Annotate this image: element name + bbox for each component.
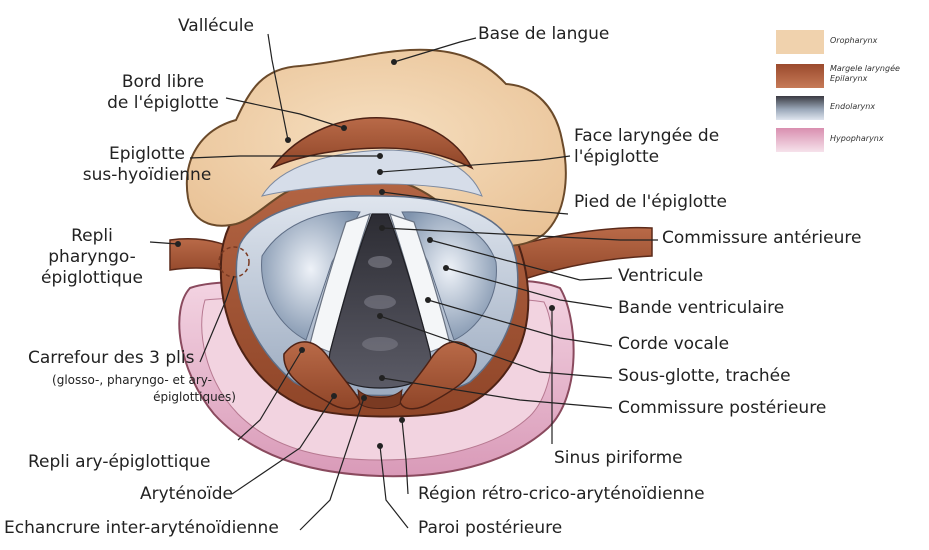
legend: Oropharynx Margele laryngée Epilarynx En…: [776, 30, 926, 160]
label-pied-epiglotte: Pied de l'épiglotte: [574, 192, 727, 213]
trachea-ring-2: [364, 295, 396, 309]
label-bord-libre: Bord libre de l'épiglotte: [98, 72, 228, 114]
label-carrefour-sub-line2: épiglottiques): [28, 389, 236, 406]
trachea-ring-3: [362, 337, 398, 351]
legend-swatch-endolarynx: [776, 96, 824, 120]
label-ventricule: Ventricule: [618, 266, 703, 287]
legend-text-hypopharynx: Hypopharynx: [830, 134, 910, 144]
label-repli-line1: Repli: [36, 226, 148, 247]
label-face-laryngee: Face laryngée de l'épiglotte: [574, 126, 719, 168]
label-commissure-anterieure: Commissure antérieure: [662, 228, 861, 249]
label-echancrure: Echancrure inter-aryténoïdienne: [4, 518, 279, 539]
label-sous-glotte: Sous-glotte, trachée: [618, 366, 791, 387]
label-commissure-posterieure: Commissure postérieure: [618, 398, 826, 419]
trachea-ring-1: [368, 256, 392, 268]
label-bord-libre-line2: de l'épiglotte: [98, 93, 228, 114]
label-carrefour-sub-line1: (glosso-, pharyngo- et ary-: [28, 372, 236, 389]
label-retro-crico: Région rétro-crico-aryténoïdienne: [418, 484, 705, 505]
label-epiglotte-line1: Epiglotte: [82, 144, 212, 165]
label-corde-vocale: Corde vocale: [618, 334, 729, 355]
label-repli-ary: Repli ary-épiglottique: [28, 452, 210, 473]
legend-swatch-epilarynx: [776, 64, 824, 88]
label-carrefour-sub: (glosso-, pharyngo- et ary- épiglottique…: [28, 372, 236, 406]
legend-text-oropharynx: Oropharynx: [830, 36, 910, 46]
label-vallecule: Vallécule: [178, 16, 254, 37]
label-repli-line2: pharyngo-: [36, 247, 148, 268]
legend-swatch-oropharynx: [776, 30, 824, 54]
legend-text-endolarynx: Endolarynx: [830, 102, 910, 112]
label-bord-libre-line1: Bord libre: [98, 72, 228, 93]
label-face-laryngee-line1: Face laryngée de: [574, 126, 719, 147]
label-epiglotte-line2: sus-hyoïdienne: [82, 165, 212, 186]
label-carrefour: Carrefour des 3 plis: [28, 348, 194, 369]
label-repli-line3: épiglottique: [36, 268, 148, 289]
label-sinus-piriforme: Sinus piriforme: [554, 448, 683, 469]
legend-text-epilarynx: Margele laryngée Epilarynx: [830, 64, 910, 84]
label-bande-ventriculaire: Bande ventriculaire: [618, 298, 784, 319]
label-epiglotte-sus-hyoidienne: Epiglotte sus-hyoïdienne: [82, 144, 212, 186]
label-base-langue: Base de langue: [478, 24, 609, 45]
label-repli-pharyngo: Repli pharyngo- épiglottique: [36, 226, 148, 289]
label-paroi-posterieure: Paroi postérieure: [418, 518, 562, 539]
label-face-laryngee-line2: l'épiglotte: [574, 147, 719, 168]
label-arytenoide: Aryténoïde: [140, 484, 233, 505]
legend-swatch-hypopharynx: [776, 128, 824, 152]
